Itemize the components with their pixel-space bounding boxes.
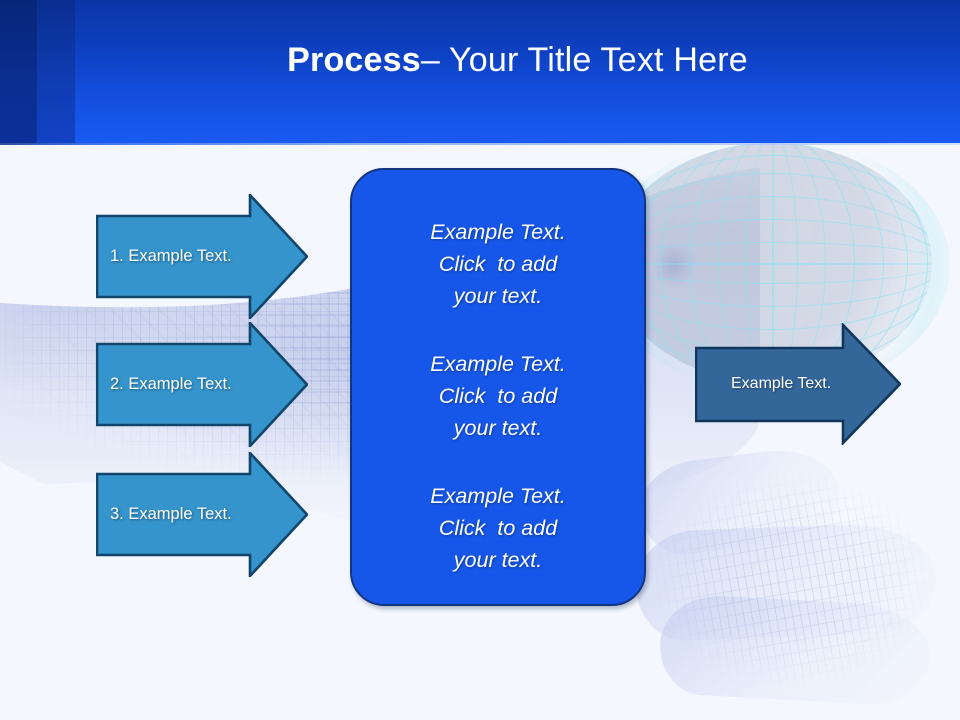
input-arrow-1-label: 1. Example Text. (110, 247, 232, 265)
right-arrow-icon (96, 452, 308, 577)
header-accent-stripe-mid (37, 0, 75, 143)
process-paragraph-2-line-1: Example Text. (430, 352, 566, 376)
input-arrow-3[interactable]: 3. Example Text. (96, 452, 308, 577)
input-arrow-2[interactable]: 2. Example Text. (96, 322, 308, 447)
page-title-bold-part: Process (287, 41, 421, 79)
process-paragraph-3-line-2: Click to add (438, 516, 558, 540)
page-title-rest-part: – Your Title Text Here (420, 41, 748, 79)
right-arrow-icon (96, 322, 308, 447)
process-paragraph-1-line-2: Click to add (438, 252, 558, 276)
header-accent-stripe-dark (0, 0, 37, 143)
slide-header-band: Process – Your Title Text Here (0, 0, 960, 143)
page-title: Process – Your Title Text Here (75, 0, 960, 143)
process-paragraph-1: Example Text. Click to add your text. (352, 216, 644, 312)
input-arrow-1[interactable]: 1. Example Text. (96, 194, 308, 319)
input-arrow-2-label: 2. Example Text. (110, 375, 232, 393)
process-paragraph-1-line-3: your text. (453, 284, 543, 308)
header-bottom-divider (0, 143, 960, 145)
process-detail-box[interactable]: Example Text. Click to add your text. Ex… (350, 168, 646, 606)
process-paragraph-3: Example Text. Click to add your text. (352, 480, 644, 576)
process-paragraph-2-line-2: Click to add (438, 384, 558, 408)
output-arrow-label: Example Text. (731, 375, 832, 392)
process-paragraph-2-line-3: your text. (453, 416, 543, 440)
output-arrow[interactable]: Example Text. (695, 323, 901, 445)
right-arrow-icon (695, 323, 901, 445)
process-paragraph-1-line-1: Example Text. (430, 220, 566, 244)
process-paragraph-2: Example Text. Click to add your text. (352, 348, 644, 444)
right-arrow-icon (96, 194, 308, 319)
input-arrow-3-label: 3. Example Text. (110, 505, 232, 523)
finger-circuit-texture (630, 450, 960, 710)
process-paragraph-3-line-3: your text. (453, 548, 543, 572)
process-paragraph-3-line-1: Example Text. (430, 484, 566, 508)
